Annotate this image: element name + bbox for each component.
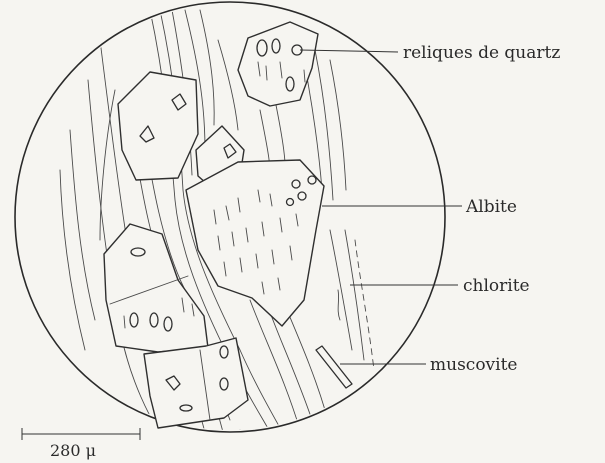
grain-left-lower xyxy=(104,224,208,352)
label-albite: Albite xyxy=(465,197,517,217)
label-chlorite: chlorite xyxy=(463,276,530,296)
grain-bottom xyxy=(144,338,248,428)
albite-grain xyxy=(186,160,324,326)
quartz-relic-grain-top xyxy=(238,22,318,106)
grain-left-upper xyxy=(118,72,198,180)
label-muscovite: muscovite xyxy=(430,355,517,375)
scale-bar: 280 μ xyxy=(22,428,140,460)
scale-bar-label: 280 μ xyxy=(50,441,96,460)
label-reliques-de-quartz: reliques de quartz xyxy=(403,43,560,63)
muscovite-flake xyxy=(316,346,352,388)
